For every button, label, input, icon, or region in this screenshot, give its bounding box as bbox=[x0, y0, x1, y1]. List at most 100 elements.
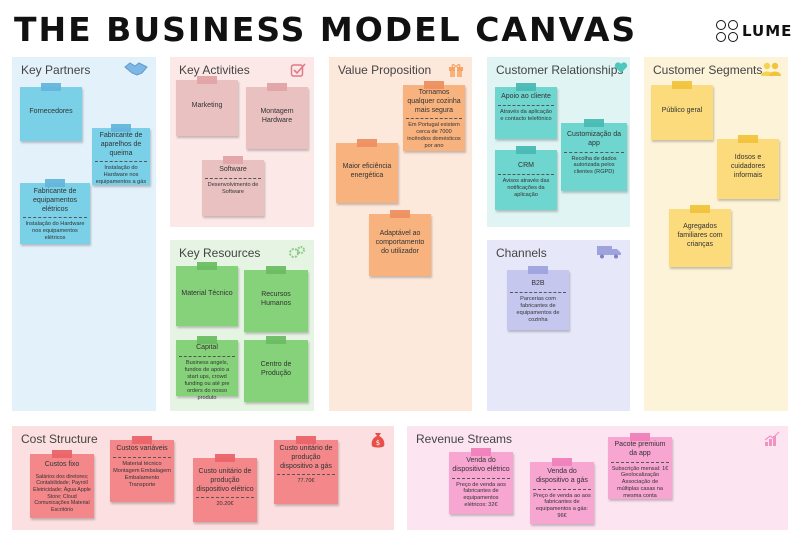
key-activities-title: Key Activities bbox=[179, 63, 250, 77]
handshake-icon bbox=[124, 62, 148, 76]
note-title: Custos fixo bbox=[44, 461, 80, 468]
sticky-note-eficiencia-energetica: Maior eficiência energética bbox=[336, 139, 398, 203]
channels-title: Channels bbox=[496, 246, 547, 260]
sticky-note-software: Software Desenvolvimento de Software bbox=[202, 156, 264, 216]
note-description: 20.20€ bbox=[216, 501, 234, 508]
note-title: Fabricante de aparelhos de queima bbox=[95, 132, 147, 163]
sticky-note-recursos-humanos: Recursos Humanos bbox=[244, 266, 308, 332]
note-title: Software bbox=[205, 166, 261, 179]
gift-icon bbox=[449, 64, 463, 77]
note-title: Fornecedores bbox=[29, 108, 73, 116]
note-description: Recolha de dados autorizada pelos client… bbox=[571, 155, 617, 176]
note-title: Customização da app bbox=[564, 131, 624, 153]
key-partners-section: Key Partners Fornecedores Fabricante de … bbox=[12, 57, 156, 411]
note-title: Público geral bbox=[661, 106, 703, 114]
value-proposition-title: Value Proposition bbox=[338, 63, 432, 77]
sticky-note-cozinha-segura: Tornamos qualquer cozinha mais segura Em… bbox=[403, 81, 465, 151]
note-title: CRM bbox=[498, 162, 554, 175]
sticky-note-fornecedores: Fornecedores bbox=[20, 83, 82, 141]
sticky-note-custo-unitario-eletrico: Custo unitário de produção dispositivo e… bbox=[193, 454, 257, 522]
sticky-note-centro-producao: Centro de Produção bbox=[244, 336, 308, 402]
note-title: Tornamos qualquer cozinha mais segura bbox=[406, 89, 462, 120]
key-activities-section: Key Activities Marketing Montagem Hardwa… bbox=[170, 57, 314, 227]
sticky-note-fabricante-equipamentos-eletricos: Fabricante de equipamentos elétricos Ins… bbox=[20, 179, 90, 244]
sticky-note-fabricante-aparelhos-queima: Fabricante de aparelhos de queima Instal… bbox=[92, 124, 150, 186]
note-title: Marketing bbox=[191, 102, 223, 110]
value-proposition-section: Value Proposition Tornamos qualquer cozi… bbox=[329, 57, 472, 411]
logo-text: LUME bbox=[742, 22, 793, 40]
note-description: 77.70€ bbox=[297, 478, 315, 485]
sticky-note-pacote-premium: Pacote premium da app Subscrição mensal:… bbox=[608, 433, 672, 500]
revenue-streams-section: Revenue Streams Venda do dispositivo elé… bbox=[407, 426, 788, 530]
sticky-note-apoio-cliente: Apoio ao cliente Através da aplicação e … bbox=[495, 83, 557, 139]
note-title: Material Técnico bbox=[181, 290, 233, 298]
note-description: Material técnico Montagem Embalagem Emba… bbox=[113, 460, 171, 488]
note-description: Business angels, fundos de apoio a start… bbox=[184, 359, 230, 401]
sticky-note-custos-variaveis: Custos variáveis Material técnico Montag… bbox=[110, 436, 174, 502]
note-description: Instalação do Hardware nos equipamentos … bbox=[95, 165, 147, 186]
cost-structure-title: Cost Structure bbox=[21, 432, 98, 446]
note-description: Avisos através das notificações da aplic… bbox=[502, 177, 550, 198]
gears-icon bbox=[289, 246, 305, 258]
customer-segments-title: Customer Segments bbox=[653, 63, 763, 77]
money-bag-icon: $ bbox=[371, 433, 385, 448]
page-title: THE BUSINESS MODEL CANVAS bbox=[14, 10, 638, 49]
key-resources-title: Key Resources bbox=[179, 246, 261, 260]
sticky-note-custos-fixo: Custos fixo Salários dos diretores; Cont… bbox=[30, 450, 94, 518]
sticky-note-material-tecnico: Material Técnico bbox=[176, 262, 238, 326]
sticky-note-venda-gas: Venda do dispositivo a gás Preço de vend… bbox=[530, 458, 594, 524]
note-title: Recursos Humanos bbox=[261, 290, 291, 307]
note-description: Preço de venda ao aos fabricantes de equ… bbox=[533, 492, 591, 520]
logo: LUME bbox=[716, 20, 792, 42]
note-title: Custo unitário de produção dispositivo a… bbox=[277, 445, 335, 476]
svg-text:$: $ bbox=[376, 439, 380, 447]
logo-mark-icon bbox=[716, 20, 738, 42]
bar-chart-icon bbox=[764, 431, 780, 446]
key-resources-section: Key Resources Material Técnico Recursos … bbox=[170, 240, 314, 411]
truck-icon bbox=[597, 246, 621, 259]
note-description: Preço de venda aos fabricantes de equipa… bbox=[456, 481, 506, 509]
note-title: Centro de Produção bbox=[260, 360, 292, 377]
revenue-streams-title: Revenue Streams bbox=[416, 432, 513, 446]
sticky-note-adaptavel: Adaptável ao comportamento do utilizador bbox=[369, 210, 431, 276]
sticky-note-capital: Capital Business angels, fundos de apoio… bbox=[176, 336, 238, 401]
note-title: Adaptável ao comportamento do utilizador bbox=[375, 230, 425, 255]
sticky-note-marketing: Marketing bbox=[176, 76, 238, 136]
sticky-note-montagem-hardware: Montagem Hardware bbox=[246, 83, 308, 149]
note-title: Custos variáveis bbox=[113, 445, 171, 458]
customer-segments-section: Customer Segments Público geral Idosos e… bbox=[644, 57, 788, 411]
note-description: Parcerias com fabricantes de equipamento… bbox=[516, 295, 560, 323]
note-title: Idosos e cuidadores informais bbox=[730, 154, 766, 179]
note-title: Maior eficiência energética bbox=[342, 162, 392, 179]
note-description: Através da aplicação e contacto telefóni… bbox=[500, 108, 552, 122]
note-title: B2B bbox=[510, 280, 566, 293]
note-title: Agregados familiares com crianças bbox=[677, 223, 723, 248]
note-title: Venda do dispositivo a gás bbox=[533, 468, 591, 490]
note-description: Em Portugal existem cerca de 7000 incênd… bbox=[407, 122, 461, 150]
note-title: Fabricante de equipamentos elétricos bbox=[23, 188, 87, 219]
note-title: Custo unitário de produção dispositivo e… bbox=[196, 468, 254, 499]
people-icon bbox=[761, 62, 781, 76]
sticky-note-agregados-familiares: Agregados familiares com crianças bbox=[669, 205, 731, 267]
note-title: Venda do dispositivo elétrico bbox=[452, 457, 510, 479]
note-description: Instalação do Hardware nos equipamentos … bbox=[25, 221, 85, 242]
sticky-note-custo-unitario-gas: Custo unitário de produção dispositivo a… bbox=[274, 436, 338, 504]
sticky-note-customizacao-app: Customização da app Recolha de dados aut… bbox=[561, 119, 627, 191]
note-title: Pacote premium da app bbox=[611, 441, 669, 463]
customer-relationships-section: Customer Relationships Apoio ao cliente … bbox=[487, 57, 630, 227]
note-description: Salários dos diretores; Contabilidade; P… bbox=[33, 473, 91, 513]
heart-icon bbox=[614, 62, 628, 73]
note-title: Montagem Hardware bbox=[260, 107, 294, 124]
note-description: Subscrição mensal: 1€ Geolocalização Ass… bbox=[611, 465, 669, 500]
key-partners-title: Key Partners bbox=[21, 63, 91, 77]
sticky-note-crm: CRM Avisos através das notificações da a… bbox=[495, 146, 557, 210]
channels-section: Channels B2B Parcerias com fabricantes d… bbox=[487, 240, 630, 411]
sticky-note-idosos-cuidadores: Idosos e cuidadores informais bbox=[717, 135, 779, 199]
checkbox-icon bbox=[290, 63, 306, 77]
note-description: Desenvolvimento de Software bbox=[207, 181, 259, 195]
cost-structure-section: Cost Structure $ Custos fixo Salários do… bbox=[12, 426, 394, 530]
customer-relationships-title: Customer Relationships bbox=[496, 63, 624, 77]
sticky-note-publico-geral: Público geral bbox=[651, 81, 713, 140]
note-title: Capital bbox=[179, 344, 235, 357]
note-title: Apoio ao cliente bbox=[498, 93, 554, 106]
